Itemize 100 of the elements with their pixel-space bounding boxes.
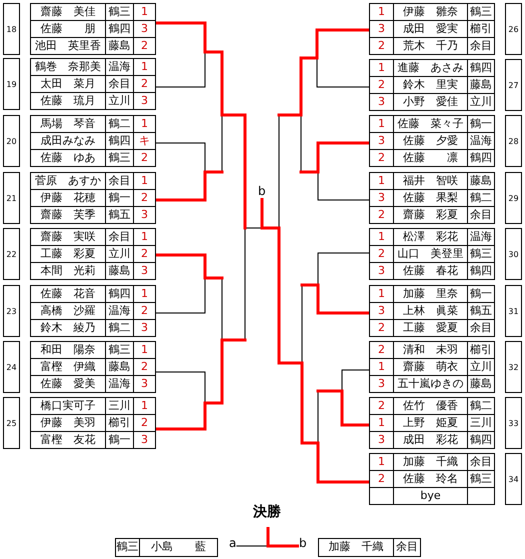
player-name-cell-text: 菅原 あすか	[34, 173, 102, 189]
player-row	[369, 59, 495, 77]
player-row	[30, 302, 156, 320]
player-row	[30, 37, 156, 55]
bracket-label: a	[229, 536, 236, 550]
draw-number-cell-text: 2	[377, 77, 386, 93]
section-heading: 決勝	[253, 504, 281, 520]
player-row	[30, 358, 156, 376]
draw-number-cell-text: 2	[377, 246, 386, 262]
school-cell: 余目	[467, 320, 494, 336]
finalist-row	[318, 538, 421, 557]
player-name-cell-text: 池田 英里香	[34, 38, 102, 54]
draw-number-cell-text: 1	[377, 286, 386, 302]
draw-number-cell-text: 1	[377, 415, 386, 431]
player-row	[369, 3, 495, 21]
player-row	[369, 189, 495, 207]
player-row	[369, 358, 495, 376]
bracket-line	[156, 22, 206, 52]
player-name-cell-text: 工藤 彩夏	[40, 246, 96, 262]
draw-number-cell-text: 2	[377, 207, 386, 223]
school-cell: 鶴四	[467, 432, 494, 448]
bracket-line	[340, 391, 369, 426]
bracket-line	[156, 52, 206, 88]
player-row	[30, 58, 156, 76]
group-number-box: 33	[505, 397, 522, 449]
player-row	[30, 414, 156, 432]
school-cell: 藤島	[467, 376, 494, 392]
player-name-cell: 五十嵐ゆきの	[393, 376, 467, 392]
player-name-cell-text: 齋藤 実咲	[40, 229, 96, 245]
draw-number-cell-text: 2	[377, 38, 386, 54]
bracket-line	[156, 403, 206, 430]
player-name-cell-text: 太田 菜月	[40, 76, 96, 92]
bracket-line	[316, 142, 369, 172]
draw-number-cell-text: 2	[377, 398, 386, 414]
bracket-line	[278, 226, 304, 364]
bracket-label: b	[258, 184, 266, 198]
draw-number-cell: 3	[133, 432, 155, 448]
group-number-box: 24	[3, 341, 20, 393]
player-row	[369, 37, 495, 55]
player-name-cell-text: 佐藤 琉月	[40, 93, 96, 109]
player-name-cell: 佐藤 凛	[393, 150, 467, 166]
player-row	[369, 132, 495, 150]
group-number-box: 25	[3, 397, 20, 449]
draw-number-cell-text: 2	[377, 150, 386, 166]
player-row	[369, 228, 495, 246]
player-row	[30, 149, 156, 167]
draw-number-cell-text: 2	[377, 320, 386, 336]
player-name-cell-text: 本間 光莉	[40, 263, 96, 279]
bracket-line	[300, 284, 320, 286]
bracket-line	[316, 58, 370, 88]
school-cell: 藤島	[105, 263, 133, 279]
school-cell: 立川	[105, 93, 133, 109]
draw-number-cell-text: 1	[377, 60, 386, 76]
player-row	[30, 245, 156, 263]
player-name-cell-text: 馬場 琴音	[40, 116, 96, 132]
school-cell: 温海	[105, 376, 133, 392]
school-cell: 鶴三	[105, 150, 133, 166]
draw-number-cell: 3	[133, 93, 155, 109]
bracket-line	[316, 390, 344, 392]
bracket-line	[156, 172, 206, 202]
bracket-line	[204, 50, 224, 116]
player-name-cell-text: 伊藤 美羽	[40, 415, 96, 431]
bracket-line	[300, 114, 302, 172]
draw-number-cell: 2	[133, 150, 155, 166]
player-row	[30, 92, 156, 110]
school-cell-text: 鶴三	[116, 539, 139, 555]
player-name-cell-text: 橋口実可子	[40, 398, 96, 414]
group-number-box: 31	[505, 285, 522, 337]
player-name-cell-text: 齋藤 芙季	[40, 207, 96, 223]
player-name-cell-text: 鶴巻 奈那美	[34, 59, 102, 75]
draw-number-cell-text: 1	[377, 359, 386, 375]
bracket-line	[156, 142, 206, 172]
player-name-cell-text: 和田 陽奈	[40, 342, 96, 358]
draw-number-cell-text: 2	[377, 471, 386, 487]
player-row	[30, 3, 156, 21]
player-row	[30, 397, 156, 415]
school-cell: 鶴五	[105, 207, 133, 223]
player-row	[30, 262, 156, 280]
player-row	[369, 115, 495, 133]
player-name-cell: 小野 愛佳	[393, 94, 467, 110]
player-row	[369, 375, 495, 393]
group-number-box: 32	[505, 341, 522, 393]
player-row	[30, 132, 156, 150]
player-name-cell-text: 鈴木 綾乃	[40, 320, 96, 336]
player-name-cell-text: 佐藤 花音	[40, 286, 96, 302]
draw-number-cell-text: 1	[377, 229, 386, 245]
bracket-line	[220, 114, 246, 230]
group-number-box: 20	[3, 115, 20, 167]
player-row	[369, 487, 495, 505]
group-number-box: 19	[3, 58, 20, 110]
player-row	[30, 20, 156, 38]
player-name-cell: bye	[393, 488, 467, 504]
player-row	[30, 189, 156, 207]
bracket-line	[204, 170, 224, 174]
group-number-box: 34	[505, 453, 522, 505]
bracket-line	[260, 226, 280, 230]
bracket-line	[266, 527, 299, 548]
bracket-line	[260, 198, 264, 228]
group-number-box: 22	[3, 228, 20, 280]
player-row	[369, 245, 495, 263]
